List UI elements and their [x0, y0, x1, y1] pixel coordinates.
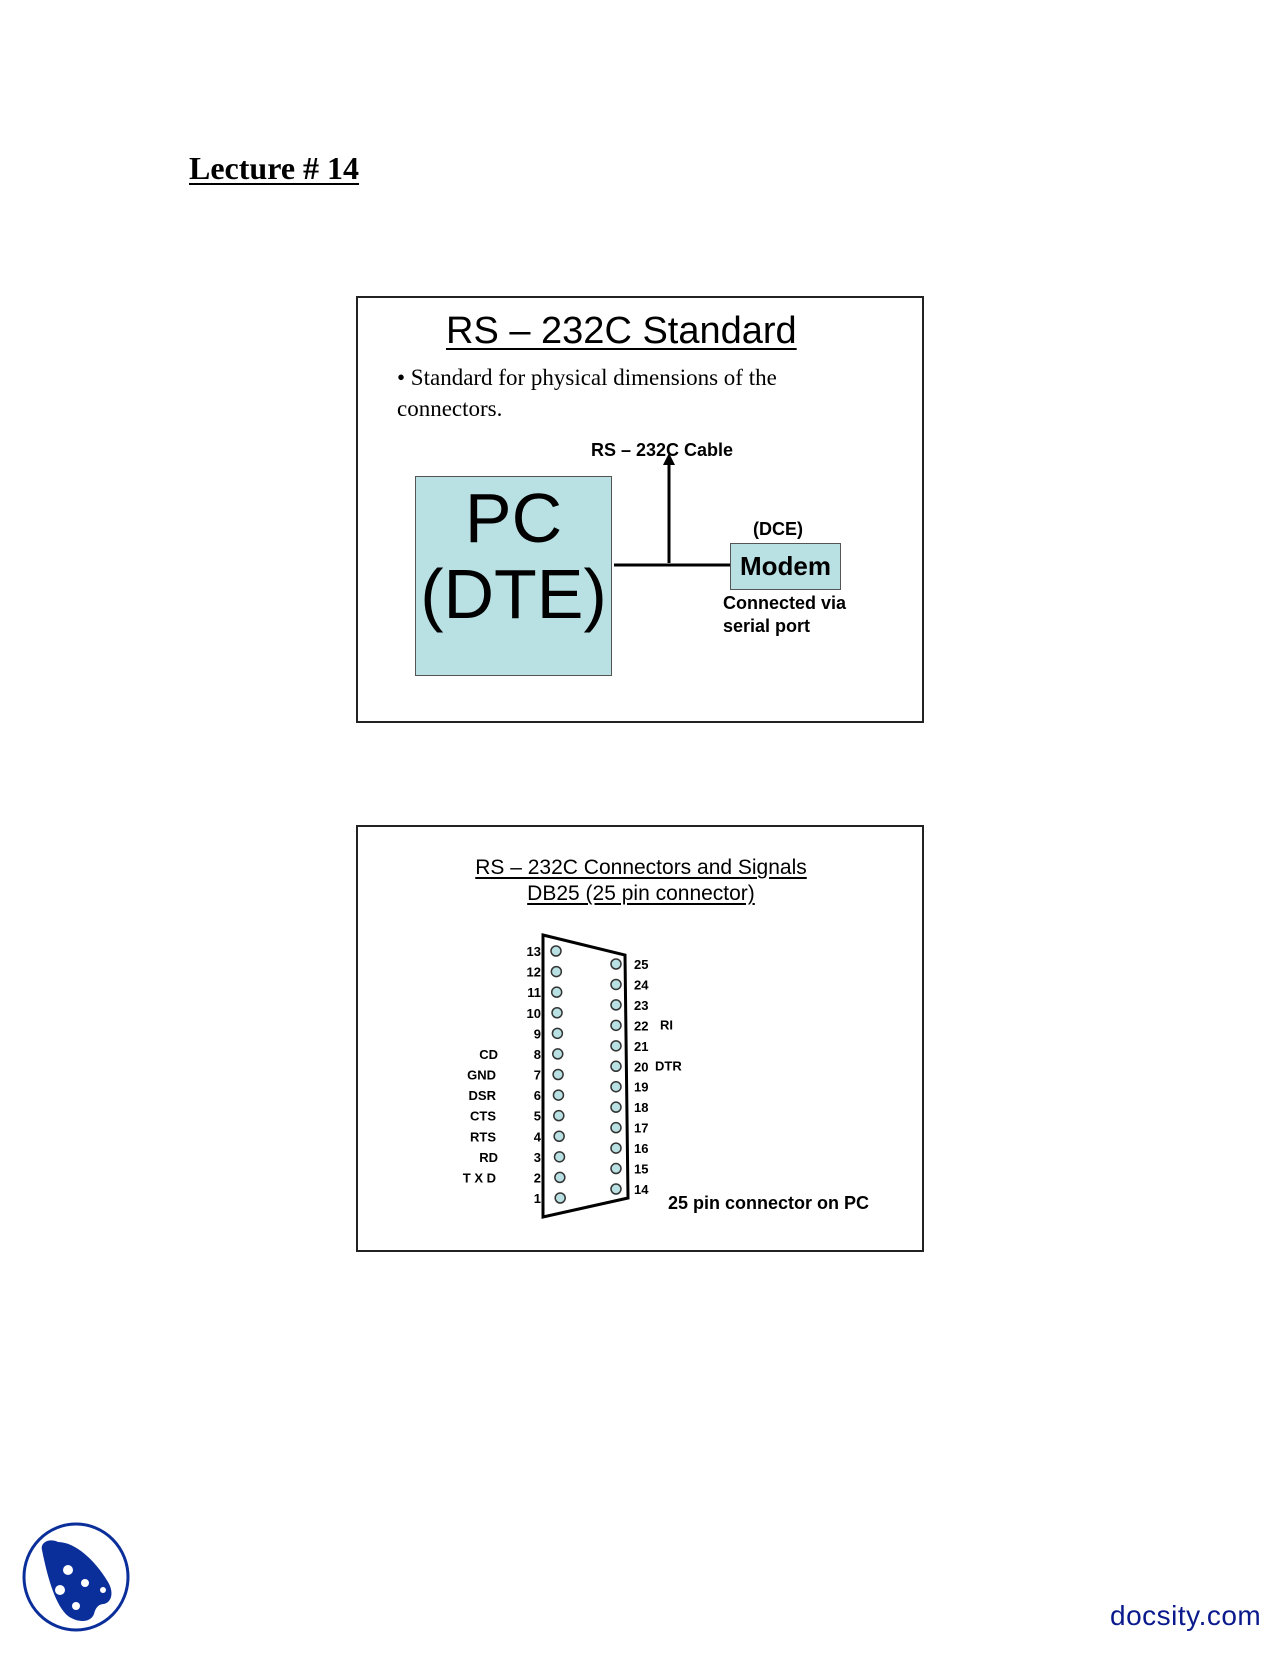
signal-label-cts: CTS: [470, 1109, 496, 1124]
modem-caption-line2: serial port: [723, 616, 811, 636]
pin-number-18: 18: [634, 1100, 648, 1115]
pin-14: [610, 1183, 622, 1195]
pin-number-23: 23: [634, 998, 648, 1013]
signal-label-ri: RI: [660, 1017, 673, 1032]
connector-caption: 25 pin connector on PC: [668, 1193, 870, 1213]
pin-13: [550, 945, 562, 957]
arrow-up-icon: [663, 453, 675, 465]
pin-number-20: 20: [634, 1059, 648, 1074]
pin-number-15: 15: [634, 1162, 648, 1177]
pin-number-19: 19: [634, 1080, 648, 1095]
pin-7: [552, 1068, 564, 1081]
lecture-heading: Lecture # 14: [189, 150, 360, 186]
pin-23: [610, 999, 622, 1011]
pin-number-9: 9: [534, 1026, 541, 1041]
pin-25: [610, 958, 622, 970]
pin-24: [610, 978, 622, 991]
pin-10: [551, 1007, 563, 1019]
right-pin-column: 25 24 23 22 RI 21 20 DTR 19 18 17 16 15 14: [610, 957, 682, 1197]
pin-21: [610, 1040, 622, 1052]
slide1-bullet-line2: connectors.: [397, 396, 503, 421]
pin-8: [552, 1048, 564, 1060]
pin-number-1: 1: [534, 1191, 541, 1206]
pin-number-21: 21: [634, 1039, 648, 1054]
pin-number-8: 8: [534, 1047, 541, 1062]
pin-number-13: 13: [527, 944, 541, 959]
pin-1: [554, 1192, 566, 1204]
pin-number-5: 5: [534, 1109, 541, 1124]
pin-6: [552, 1089, 565, 1101]
pin-15: [610, 1162, 622, 1175]
pin-22: [610, 1019, 622, 1032]
modem-caption-line1: Connected via: [723, 593, 847, 613]
pin-18: [610, 1101, 622, 1113]
pin-2: [554, 1171, 566, 1184]
signal-label-gnd: GND: [467, 1068, 496, 1083]
pin-number-25: 25: [634, 957, 648, 972]
docsity-brand-link[interactable]: docsity.com: [1110, 1600, 1262, 1631]
pin-5: [553, 1109, 565, 1122]
pin-number-11: 11: [527, 985, 541, 1000]
pc-label: PC: [464, 479, 563, 557]
slide-rs232c-connectors: RS – 232C Connectors and Signals DB25 (2…: [356, 825, 924, 1252]
slide1-bullet-line1: • Standard for physical dimensions of th…: [397, 365, 777, 390]
cable-label: RS – 232C Cable: [591, 440, 734, 460]
pin-number-24: 24: [634, 977, 649, 992]
pin-number-4: 4: [534, 1129, 542, 1144]
signal-label-txd: T X D: [463, 1170, 496, 1185]
left-pin-column: 13 12 11 10 9 8 CD 7 GND 6 DSR 5 CTS 4 RTS 3 RD 2 T X D 1: [463, 944, 566, 1206]
pin-16: [610, 1142, 622, 1154]
pin-number-12: 12: [527, 965, 541, 980]
slide2-title-line1: RS – 232C Connectors and Signals: [475, 856, 807, 879]
pin-17: [610, 1121, 622, 1134]
pin-number-22: 22: [634, 1018, 648, 1033]
pin-9: [551, 1027, 564, 1040]
pin-number-10: 10: [527, 1006, 541, 1021]
pin-11: [550, 986, 563, 998]
pin-number-14: 14: [634, 1182, 649, 1197]
modem-box: Modem: [730, 543, 841, 590]
pin-12: [550, 965, 563, 978]
pin-number-17: 17: [634, 1121, 648, 1136]
slide2-title-line2: DB25 (25 pin connector): [527, 882, 755, 905]
pin-number-6: 6: [534, 1088, 541, 1103]
dce-label: (DCE): [753, 519, 803, 539]
pin-number-7: 7: [534, 1068, 541, 1083]
pin-number-16: 16: [634, 1141, 648, 1156]
db25-connector-diagram: 13 12 11 10 9 8 CD 7 GND 6 DSR 5 CTS 4 RTS 3 RD 2 T X D 1 2…: [463, 933, 682, 1219]
dte-label: (DTE): [420, 555, 607, 633]
pin-number-3: 3: [534, 1150, 541, 1165]
pin-19: [610, 1080, 622, 1093]
docsity-logo-icon: [22, 1522, 130, 1632]
db25-connector-outline: [541, 933, 630, 1219]
pin-number-2: 2: [534, 1170, 541, 1185]
signal-label-cd: CD: [479, 1047, 498, 1062]
pin-3: [553, 1151, 566, 1163]
signal-label-dsr: DSR: [469, 1088, 497, 1103]
signal-label-rts: RTS: [470, 1129, 496, 1144]
pc-dte-box: PC (DTE): [415, 476, 612, 676]
slide1-title: RS – 232C Standard: [446, 310, 797, 352]
cable-diagram-lines: [614, 453, 732, 567]
pin-4: [553, 1130, 565, 1142]
signal-label-rd: RD: [479, 1150, 498, 1165]
slide-rs232c-standard: RS – 232C Standard • Standard for physic…: [356, 296, 924, 723]
pin-20: [610, 1060, 622, 1073]
signal-label-dtr: DTR: [655, 1058, 682, 1073]
